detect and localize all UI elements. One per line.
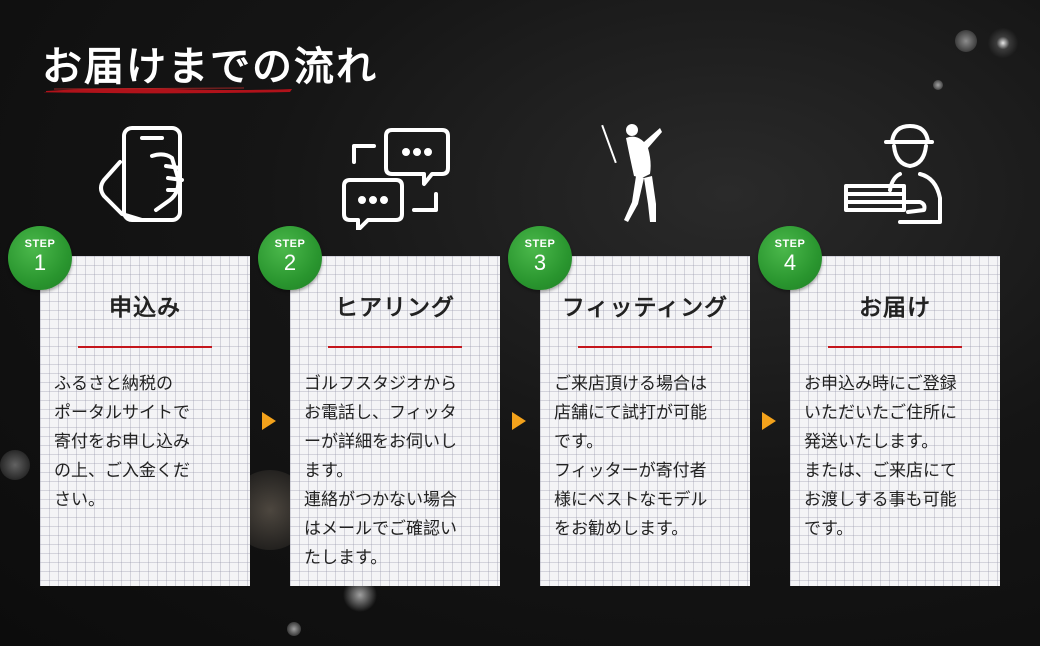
step-badge-1: STEP 1	[8, 226, 72, 290]
step-number: 2	[283, 250, 297, 275]
step-number: 1	[33, 250, 47, 275]
title-rule	[828, 346, 962, 348]
step-card-1: 申込み ふるさと納税の ポータルサイトで 寄付をお申し込み の上、ご入金くだ さ…	[40, 256, 250, 586]
step-number: 3	[533, 250, 547, 275]
step-description: ご来店頂ける場合は 店舗にて試打が可能 です。 フィッターが寄付者 様にベストな…	[554, 374, 708, 539]
step-badge-2: STEP 2	[258, 226, 322, 290]
step-label: STEP	[774, 238, 806, 250]
step-badge-3: STEP 3	[508, 226, 572, 290]
title-rule	[78, 346, 212, 348]
next-arrow-icon	[762, 412, 776, 430]
golfer-icon	[601, 124, 662, 222]
step-description: ゴルフスタジオから お電話し、フィッタ ーが詳細をお伺いし ます。 連絡がつかな…	[304, 374, 457, 568]
delivery-person-icon	[844, 124, 942, 224]
title-rule	[328, 346, 462, 348]
bokeh-light	[287, 622, 301, 636]
bokeh-light	[985, 25, 1021, 61]
step-card-4: お届け お申込み時にご登録 いただいたご住所に 発送いたします。 または、ご来店…	[790, 256, 1000, 586]
bokeh-light	[955, 30, 977, 52]
step-card-3: フィッティング ご来店頂ける場合は 店舗にて試打が可能 です。 フィッターが寄付…	[540, 256, 750, 586]
bokeh-light	[0, 450, 30, 480]
step-title: 申込み	[109, 294, 181, 321]
title-rule	[578, 346, 712, 348]
smartphone-hand-icon	[99, 126, 184, 222]
step-label: STEP	[24, 238, 56, 250]
step-label: STEP	[274, 238, 306, 250]
step-card-2: ヒアリング ゴルフスタジオから お電話し、フィッタ ーが詳細をお伺いし ます。 …	[290, 256, 500, 586]
next-arrow-icon	[512, 412, 526, 430]
title-brush-underline	[44, 87, 292, 94]
next-arrow-icon	[262, 412, 276, 430]
step-label: STEP	[524, 238, 556, 250]
step-badge-4: STEP 4	[758, 226, 822, 290]
step-title: お届け	[859, 294, 931, 321]
chat-bubbles-icon	[342, 128, 450, 230]
step-title: フィッティング	[561, 294, 729, 321]
step-description: お申込み時にご登録 いただいたご住所に 発送いたします。 または、ご来店にて お…	[804, 374, 957, 539]
bokeh-light	[933, 80, 943, 90]
step-description: ふるさと納税の ポータルサイトで 寄付をお申し込み の上、ご入金くだ さい。	[54, 374, 190, 510]
step-title: ヒアリング	[335, 294, 455, 321]
page-title: お届けまでの流れ	[42, 43, 378, 90]
step-number: 4	[783, 250, 797, 275]
